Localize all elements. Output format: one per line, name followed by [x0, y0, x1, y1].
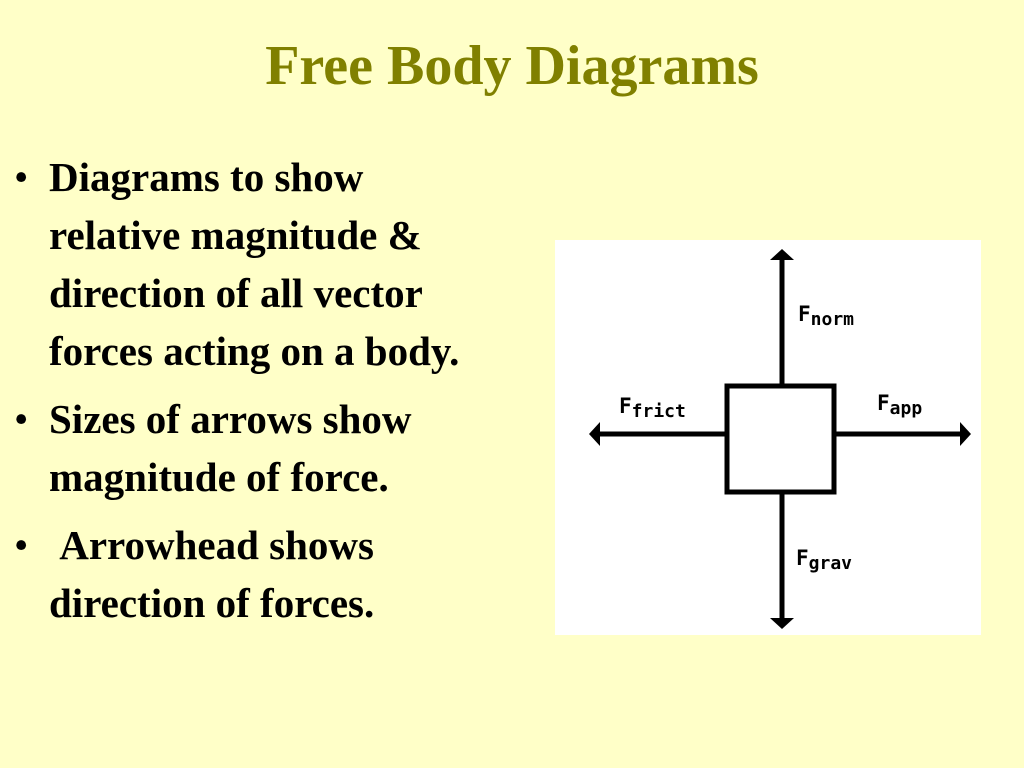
- gravity-force-label: Fgrav: [796, 546, 852, 574]
- free-body-diagram-panel: Fnorm Ffrict Fapp Fgrav: [555, 240, 981, 635]
- normal-force-subscript: norm: [811, 309, 855, 330]
- gravity-force-subscript: grav: [809, 553, 853, 574]
- bullet-item: • Diagrams to show relative magnitude & …: [14, 148, 554, 380]
- slide-title: Free Body Diagrams: [265, 35, 759, 97]
- applied-force-symbol: F: [877, 391, 890, 415]
- bullet-list: • Diagrams to show relative magnitude & …: [14, 148, 554, 642]
- bullet-text: Diagrams to show relative magnitude & di…: [49, 154, 460, 374]
- gravity-force-arrowhead: [770, 618, 794, 629]
- gravity-force-symbol: F: [796, 546, 809, 570]
- bullet-dot: •: [14, 522, 29, 568]
- friction-force-label: Ffrict: [619, 394, 686, 422]
- friction-force-symbol: F: [619, 394, 632, 418]
- normal-force-arrowhead: [770, 249, 794, 260]
- applied-force-arrowhead: [960, 422, 971, 446]
- bullet-item: • Arrowhead shows direction of forces.: [14, 516, 554, 632]
- applied-force-subscript: app: [890, 398, 923, 419]
- normal-force-label: Fnorm: [798, 302, 854, 330]
- bullet-dot: •: [14, 154, 29, 200]
- friction-force-arrowhead: [589, 422, 600, 446]
- applied-force-label: Fapp: [877, 391, 922, 419]
- body-box: [724, 383, 837, 495]
- bullet-text: Arrowhead shows direction of forces.: [49, 522, 375, 626]
- bullet-text: Sizes of arrows show magnitude of force.: [49, 396, 412, 500]
- bullet-item: • Sizes of arrows show magnitude of forc…: [14, 390, 554, 506]
- friction-force-subscript: frict: [632, 401, 686, 422]
- free-body-diagram: Fnorm Ffrict Fapp Fgrav: [589, 249, 971, 629]
- normal-force-symbol: F: [798, 302, 811, 326]
- bullet-dot: •: [14, 396, 29, 442]
